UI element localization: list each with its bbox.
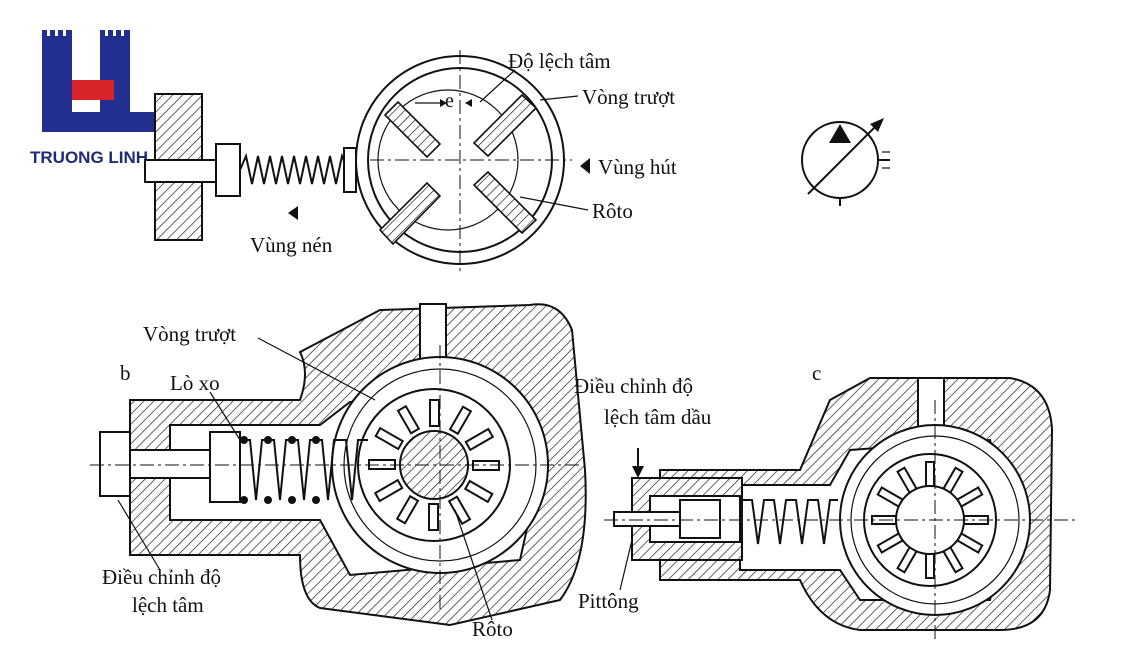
leader-slide — [539, 95, 579, 101]
label-adjust-b-1: Điều chỉnh độ — [102, 565, 221, 589]
port-b — [419, 303, 447, 365]
adjust-screw-head — [99, 431, 131, 497]
diagram-a: e Độ lệch tâm Vòng trượt Vùng hút Rôto V… — [144, 49, 677, 272]
diagram-c: c Điều chỉnh độ lệch tâm dầu Pittông — [574, 361, 1075, 640]
label-piston: Pittông — [578, 589, 639, 613]
label-adjust-b-2: lệch tâm — [132, 593, 204, 617]
logo-text: TRUONG LINH — [30, 148, 148, 167]
logo: TRUONG LINH — [30, 30, 156, 167]
adjust-screw-rod — [129, 449, 211, 479]
label-eccentricity: Độ lệch tâm — [508, 49, 611, 73]
label-b: b — [120, 361, 131, 385]
suction-arrow-icon — [580, 158, 590, 174]
label-compression: Vùng nén — [250, 233, 333, 257]
spring-c — [742, 499, 838, 545]
label-c: c — [812, 361, 821, 385]
compression-arrow-icon — [288, 206, 298, 220]
oil-arrow-icon — [632, 466, 644, 478]
spring-seat-b — [209, 431, 241, 503]
label-rotor-a: Rôto — [592, 199, 633, 223]
spring-a — [239, 152, 349, 185]
leader-ecc — [479, 69, 516, 103]
variable-displacement-pump-symbol-icon — [801, 118, 890, 206]
label-e: e — [445, 90, 454, 112]
vane-a1 — [383, 100, 442, 159]
adjust-rod — [144, 159, 226, 183]
vanes-c — [871, 461, 989, 579]
rod-nut — [215, 143, 241, 197]
label-suction: Vùng hút — [598, 155, 677, 179]
piston — [679, 499, 721, 539]
label-spring: Lò xo — [170, 371, 220, 395]
label-oil-2: lệch tâm dầu — [604, 405, 712, 429]
vane-a4 — [472, 170, 538, 235]
spring-plate — [343, 147, 357, 193]
label-oil-1: Điều chỉnh độ — [574, 374, 693, 398]
vane-a3 — [378, 181, 442, 246]
vane-a2 — [472, 93, 538, 158]
port-c — [917, 377, 945, 431]
label-slide-ring-b: Vòng trượt — [143, 322, 236, 346]
diagram-b: b Vòng trượt Lò xo Điều chỉnh độ lệch tâ… — [90, 303, 587, 641]
leader-rotor — [519, 196, 589, 211]
piston-rod — [613, 511, 681, 527]
label-slide-ring-a: Vòng trượt — [582, 85, 675, 109]
logo-mark-icon — [42, 30, 156, 132]
spring-b — [240, 439, 368, 501]
label-rotor-b: Rôto — [472, 617, 513, 641]
